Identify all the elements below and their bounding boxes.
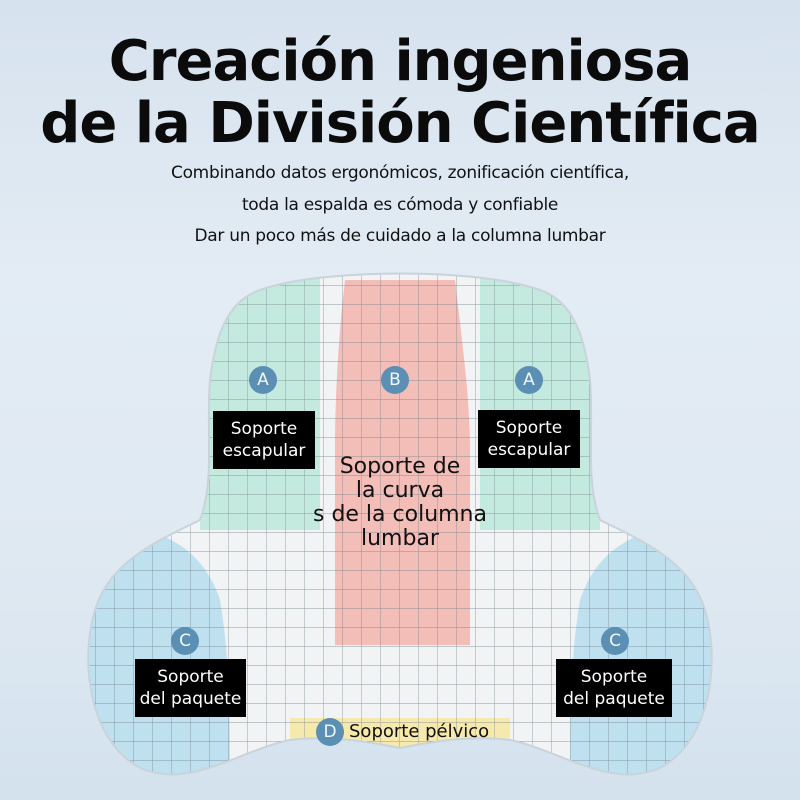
label-scapular-left: Soporte escapular	[213, 411, 315, 469]
subtitle-line-3: Dar un poco más de cuidado a la columna …	[194, 226, 606, 246]
label-scapular-right-line2: escapular	[487, 440, 571, 460]
subtitle-line-2: toda la espalda es cómoda y confiable	[241, 195, 559, 215]
zone-c-right-badge: C	[601, 627, 629, 655]
label-scapular-right-line1: Soporte	[495, 418, 563, 438]
label-scapular-left-line1: Soporte	[230, 419, 298, 439]
zone-c-left-badge: C	[171, 627, 199, 655]
label-scapular-right: Soporte escapular	[478, 410, 580, 468]
label-package-left: Soporte del paquete	[135, 659, 246, 717]
label-lumbar-curve: Soporte de la curva s de la columna lumb…	[312, 454, 487, 551]
subtitle-line-1: Combinando datos ergonómicos, zonificaci…	[171, 163, 629, 183]
label-package-right-line2: del paquete	[563, 689, 665, 709]
label-scapular-left-line2: escapular	[222, 441, 306, 461]
zone-d-badge: D	[316, 718, 344, 746]
label-pelvic: Soporte pélvico	[349, 721, 490, 742]
label-package-left-line2: del paquete	[139, 689, 242, 709]
label-package-right-line1: Soporte	[580, 667, 648, 687]
zone-a-left-badge: A	[249, 366, 277, 394]
label-package-left-line1: Soporte	[157, 667, 224, 687]
label-package-right: Soporte del paquete	[556, 659, 672, 717]
pillow-outline	[87, 272, 713, 776]
headline-line-1: Creación ingeniosa	[108, 29, 693, 94]
headline-line-2: de la División Científica	[40, 91, 760, 156]
zone-b-badge: B	[381, 366, 409, 394]
zone-a-right-badge: A	[515, 366, 543, 394]
